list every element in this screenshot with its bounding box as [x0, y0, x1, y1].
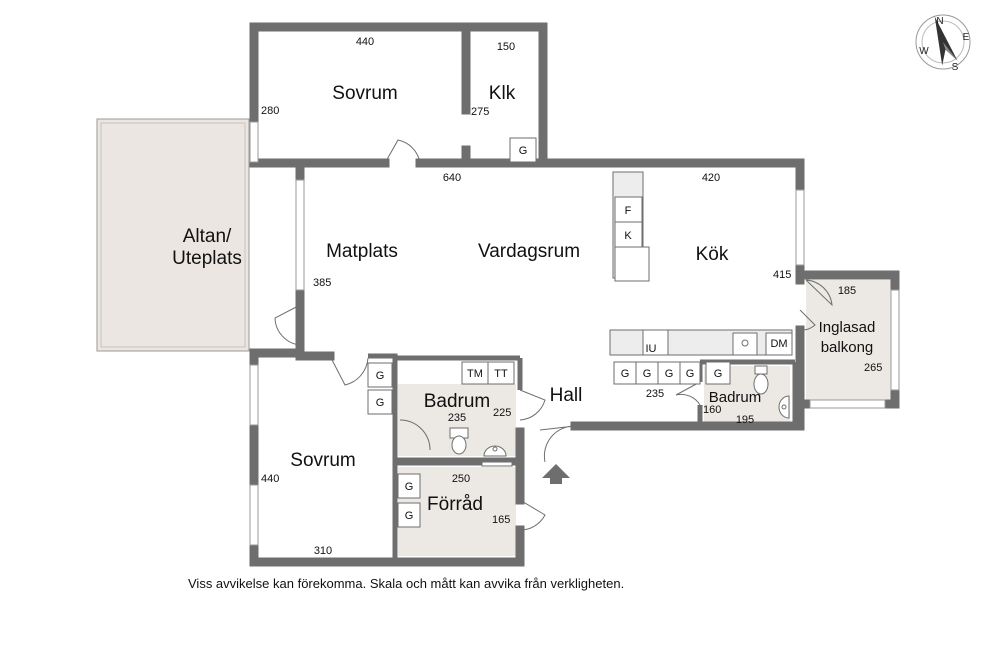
balcony-floor — [806, 280, 892, 400]
dim-kitchen-width: 420 — [702, 172, 720, 184]
washer-label: TM — [467, 368, 483, 380]
wardrobe-label-kitchen-1: G — [621, 368, 630, 380]
wardrobe-label-kitchen-3: G — [665, 368, 674, 380]
wardrobe-label-badrum-small: G — [714, 368, 723, 380]
dim-badrum-small-width: 195 — [736, 414, 754, 426]
compass-s: S — [952, 62, 959, 73]
label-badrum-main: Badrum — [424, 391, 491, 412]
bathroom-fixtures — [449, 365, 790, 467]
sink-box — [732, 332, 758, 356]
dim-sovrum-top-width: 440 — [356, 36, 374, 48]
freezer-label: F — [625, 205, 632, 217]
dim-badrum-small-depth: 160 — [703, 404, 721, 416]
dim-living-width: 640 — [443, 172, 461, 184]
dim-forrad-depth: 165 — [492, 514, 510, 526]
label-matplats: Matplats — [326, 241, 398, 262]
label-sovrum-bottom: Sovrum — [290, 450, 355, 471]
dryer-label: TT — [494, 368, 508, 380]
label-vardagsrum: Vardagsrum — [478, 241, 580, 262]
entrance-arrow-icon — [542, 464, 570, 484]
label-inglasad-1: Inglasad — [819, 319, 876, 336]
disclaimer-text: Viss avvikelse kan förekomma. Skala och … — [188, 576, 625, 591]
label-badrum-small: Badrum — [709, 389, 762, 406]
compass-e: E — [963, 32, 970, 43]
wardrobe-label-kitchen-4: G — [686, 368, 695, 380]
wardrobes — [367, 137, 731, 528]
dishwasher-box — [765, 332, 793, 356]
freezer-box — [614, 196, 643, 223]
compass-n: N — [936, 16, 943, 27]
compass-w: W — [919, 46, 929, 57]
dim-badrum-main-width: 235 — [448, 412, 466, 424]
walls — [249, 22, 900, 567]
compass-icon — [915, 14, 971, 70]
terrace-inner-edge — [100, 122, 246, 348]
oven-label: IU — [646, 343, 657, 355]
windows — [249, 121, 900, 546]
dishwasher-label: DM — [770, 338, 787, 350]
label-altan-2: Uteplats — [172, 248, 242, 269]
label-klk: Klk — [489, 83, 516, 104]
terrace-area — [96, 118, 250, 352]
dim-balcony-width: 185 — [838, 285, 856, 297]
wardrobe-label-kitchen-2: G — [643, 368, 652, 380]
fridge-label: K — [624, 230, 632, 242]
wardrobe-label-klk: G — [519, 145, 528, 157]
oven-box — [642, 329, 669, 356]
dim-balcony-depth: 265 — [864, 362, 882, 374]
dim-klk-depth: 275 — [471, 106, 489, 118]
label-altan-1: Altan/ — [183, 226, 232, 247]
label-kok: Kök — [696, 244, 729, 265]
label-hall: Hall — [550, 385, 583, 406]
dim-sovrum-top-depth: 280 — [261, 105, 279, 117]
dim-matplats-depth: 385 — [313, 277, 331, 289]
label-forrad: Förråd — [427, 494, 483, 515]
wardrobe-label-hall-1: G — [376, 370, 385, 382]
doors — [274, 139, 833, 531]
label-sovrum-top: Sovrum — [332, 83, 397, 104]
dim-kitchen-depth: 415 — [773, 269, 791, 281]
wardrobe-label-forrad-1: G — [405, 481, 414, 493]
dim-klk-width: 150 — [497, 41, 515, 53]
dim-forrad-width: 250 — [452, 473, 470, 485]
wardrobe-label-hall-2: G — [376, 397, 385, 409]
dim-sovrum-bottom-depth: 440 — [261, 473, 279, 485]
dim-kitchen-counter-len: 235 — [646, 388, 664, 400]
wardrobe-label-forrad-2: G — [405, 510, 414, 522]
kitchen-fixtures — [609, 171, 793, 356]
dim-sovrum-bottom-width: 310 — [314, 545, 332, 557]
dim-badrum-main-depth: 225 — [493, 407, 511, 419]
label-inglasad-2: balkong — [821, 339, 874, 356]
